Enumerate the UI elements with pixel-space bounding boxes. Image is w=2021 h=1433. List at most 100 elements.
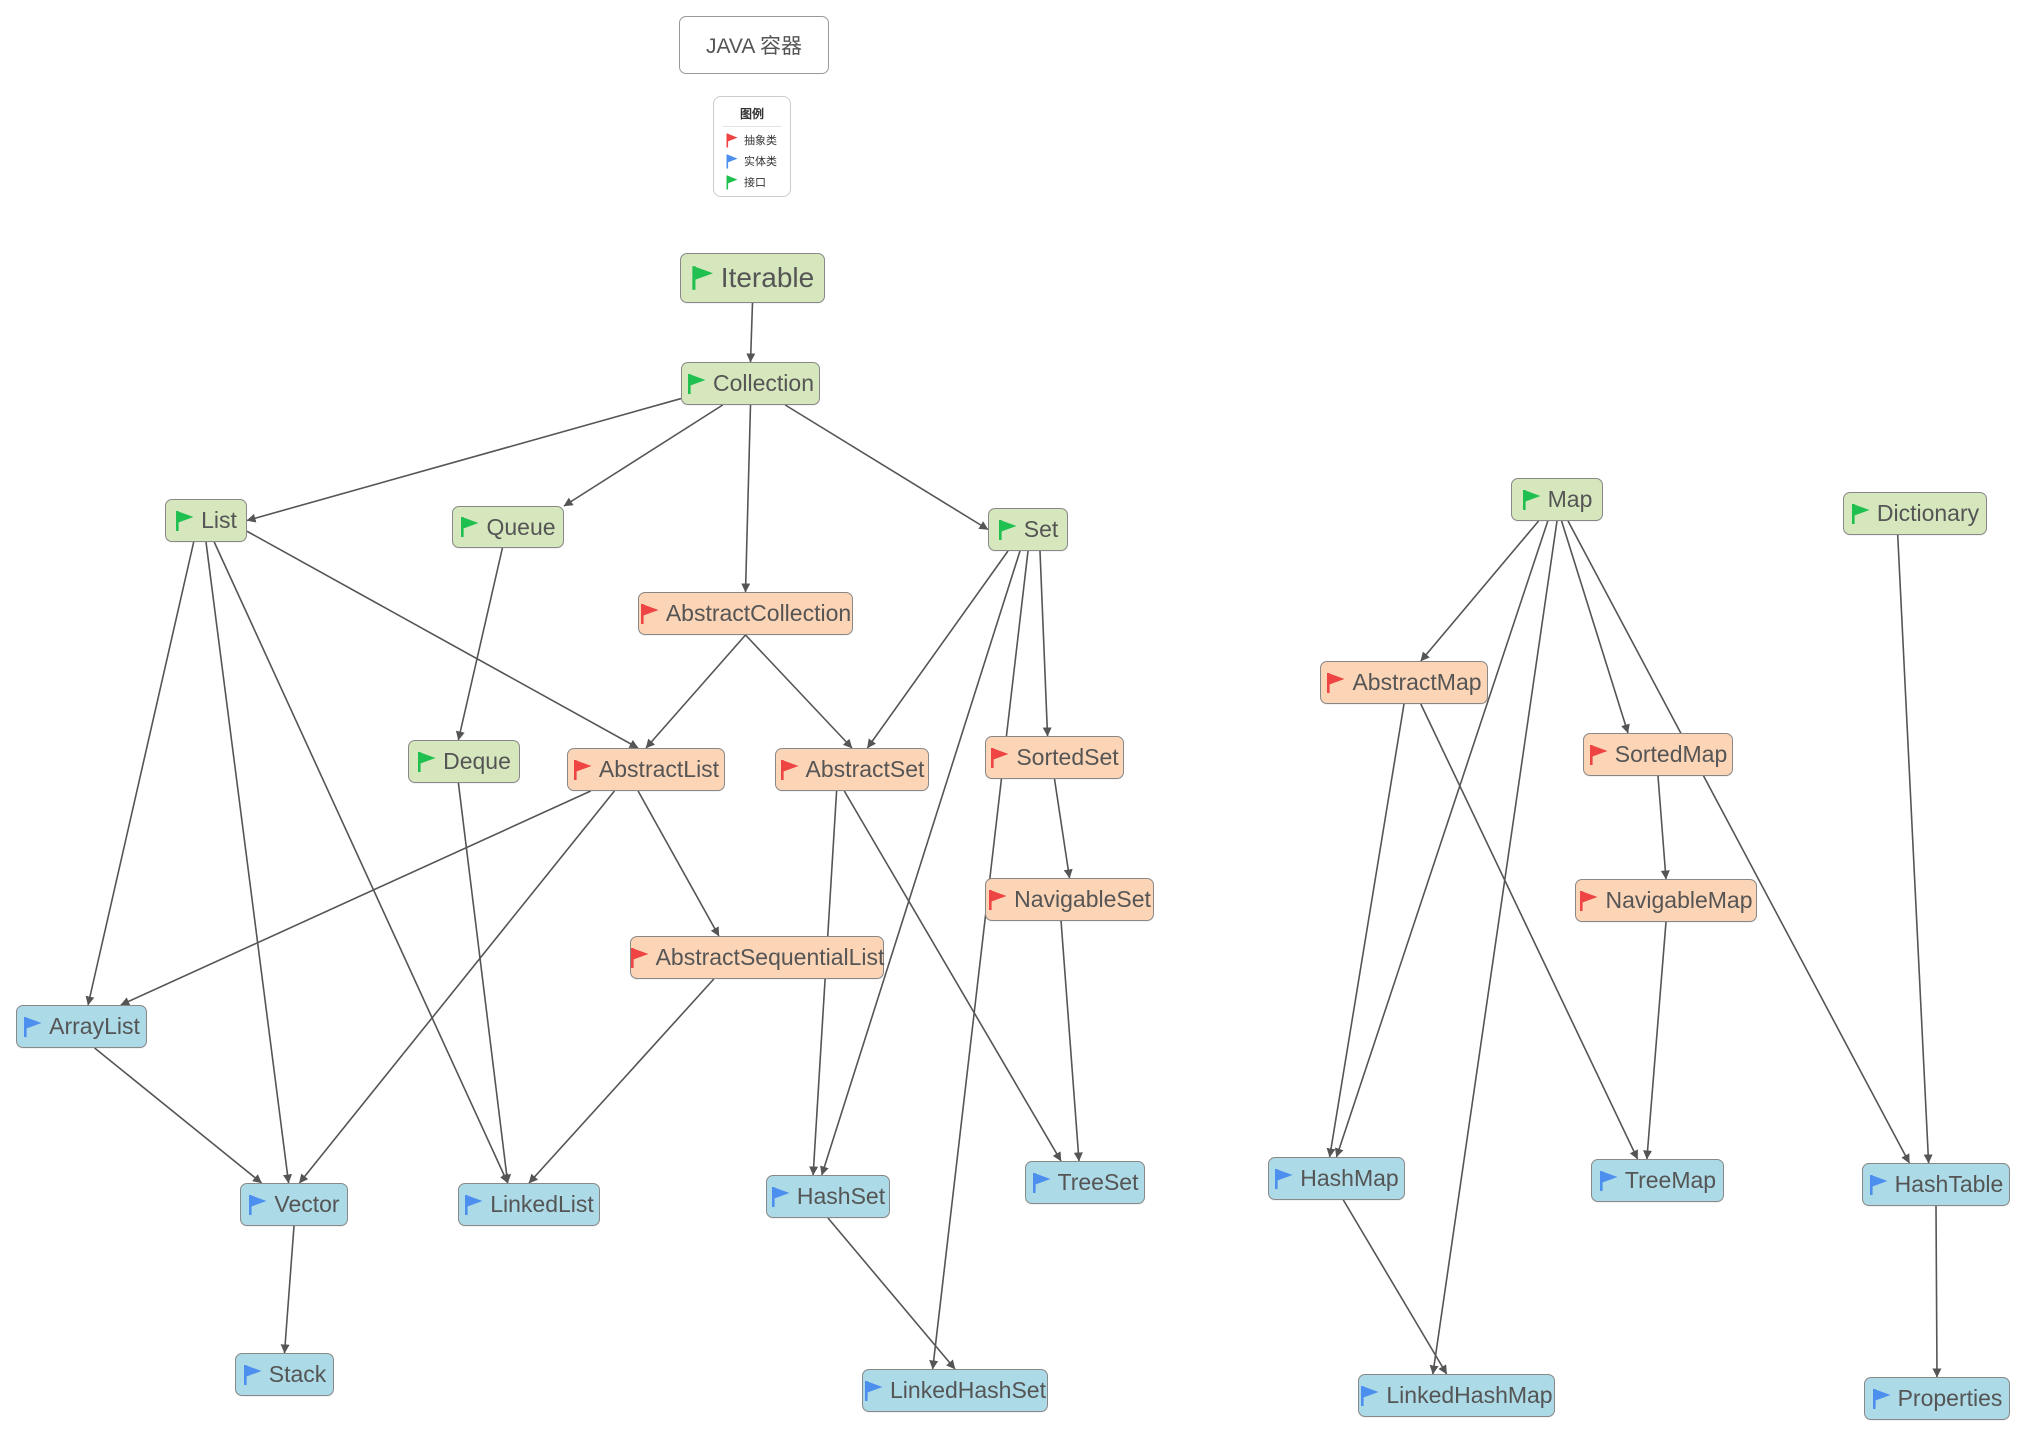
- node-label: LinkedList: [490, 1191, 594, 1217]
- edge-list-to-vector: [205, 541, 292, 1184]
- edge-abstract-set-to-tree-set: [843, 790, 1062, 1162]
- node-array-list[interactable]: ArrayList: [16, 1005, 147, 1048]
- node-abstract-list[interactable]: AbstractList: [567, 748, 725, 791]
- edge-abstract-set-to-hash-set: [809, 790, 838, 1176]
- legend-title: 图例: [722, 105, 782, 127]
- node-label: AbstractSequentialList: [655, 944, 885, 970]
- red-flag-icon: [573, 759, 592, 780]
- node-label: List: [201, 507, 237, 533]
- edge-abstract-list-to-vector: [298, 790, 616, 1184]
- red-flag-icon: [726, 133, 738, 147]
- blue-flag-icon: [1869, 1174, 1888, 1195]
- node-tree-map[interactable]: TreeMap: [1591, 1159, 1724, 1202]
- node-label: Deque: [443, 748, 511, 774]
- node-label: SortedMap: [1614, 741, 1728, 767]
- edge-abstract-list-to-array-list: [120, 790, 592, 1006]
- blue-flag-icon: [726, 154, 738, 168]
- edge-set-to-abstract-set: [866, 550, 1009, 749]
- node-tree-set[interactable]: TreeSet: [1025, 1161, 1145, 1204]
- node-abstract-map[interactable]: AbstractMap: [1320, 661, 1488, 704]
- node-abstract-set[interactable]: AbstractSet: [775, 748, 929, 791]
- edge-map-to-hash-table: [1567, 520, 1911, 1164]
- blue-flag-icon: [865, 1380, 883, 1401]
- edge-navigable-map-to-tree-map: [1643, 921, 1667, 1160]
- legend-label: 抽象类: [744, 135, 777, 147]
- node-linked-hash-set[interactable]: LinkedHashSet: [862, 1369, 1048, 1412]
- node-hash-set[interactable]: HashSet: [766, 1175, 890, 1218]
- edge-set-to-linked-hash-set: [929, 550, 1029, 1370]
- edge-set-to-hash-set: [820, 550, 1021, 1176]
- edge-queue-to-deque: [455, 547, 504, 741]
- edge-list-to-array-list: [85, 541, 195, 1006]
- legend: 图例 抽象类 实体类 接口: [713, 96, 791, 197]
- red-flag-icon: [1589, 744, 1608, 765]
- node-linked-list[interactable]: LinkedList: [458, 1183, 600, 1226]
- edge-map-to-hash-map: [1334, 520, 1549, 1158]
- red-flag-icon: [991, 747, 1009, 768]
- edge-hash-map-to-linked-hash-map: [1342, 1199, 1448, 1375]
- edge-abstract-list-to-abstract-sequential-list: [637, 790, 720, 937]
- edge-navigable-set-to-tree-set: [1060, 920, 1083, 1162]
- red-flag-icon: [640, 603, 659, 624]
- green-flag-icon: [461, 517, 479, 537]
- red-flag-icon: [1327, 672, 1345, 693]
- green-flag-icon: [726, 175, 738, 189]
- node-abstract-collection[interactable]: AbstractCollection: [638, 592, 853, 635]
- node-label: Dictionary: [1876, 500, 1980, 526]
- edge-collection-to-queue: [563, 404, 724, 507]
- node-sorted-map[interactable]: SortedMap: [1583, 733, 1733, 776]
- node-label: AbstractMap: [1352, 669, 1482, 695]
- green-flag-icon: [692, 266, 713, 290]
- node-list[interactable]: List: [165, 499, 247, 542]
- edge-set-to-sorted-set: [1039, 550, 1052, 737]
- edge-collection-to-list: [246, 397, 682, 523]
- blue-flag-icon: [243, 1364, 262, 1385]
- node-navigable-map[interactable]: NavigableMap: [1575, 879, 1757, 922]
- node-abstract-sequential-list[interactable]: AbstractSequentialList: [630, 936, 884, 979]
- node-stack[interactable]: Stack: [235, 1353, 334, 1396]
- red-flag-icon: [989, 889, 1007, 910]
- node-label: AbstractSet: [805, 756, 925, 782]
- node-label: Set: [1023, 516, 1059, 542]
- node-deque[interactable]: Deque: [408, 740, 520, 783]
- node-label: LinkedHashMap: [1386, 1382, 1553, 1408]
- node-sorted-set[interactable]: SortedSet: [985, 736, 1124, 779]
- node-navigable-set[interactable]: NavigableSet: [985, 878, 1154, 921]
- node-iterable[interactable]: Iterable: [680, 253, 825, 303]
- edge-array-list-to-vector: [94, 1047, 263, 1184]
- edge-hash-table-to-properties: [1932, 1205, 1942, 1378]
- edge-hash-set-to-linked-hash-set: [827, 1217, 956, 1370]
- edge-dictionary-to-hash-table: [1896, 534, 1933, 1164]
- edge-deque-to-linked-list: [457, 782, 512, 1184]
- green-flag-icon: [1522, 489, 1541, 510]
- node-dictionary[interactable]: Dictionary: [1843, 492, 1987, 535]
- red-flag-icon: [1580, 890, 1598, 911]
- edge-abstract-map-to-hash-map: [1326, 703, 1405, 1158]
- edge-abstract-sequential-list-to-linked-list: [528, 978, 715, 1184]
- node-collection[interactable]: Collection: [681, 362, 820, 405]
- node-set[interactable]: Set: [988, 508, 1068, 551]
- node-linked-hash-map[interactable]: LinkedHashMap: [1358, 1374, 1555, 1417]
- blue-flag-icon: [1275, 1168, 1293, 1189]
- blue-flag-icon: [771, 1186, 790, 1207]
- blue-flag-icon: [24, 1016, 42, 1037]
- node-queue[interactable]: Queue: [452, 506, 564, 548]
- node-label: AbstractCollection: [665, 600, 852, 626]
- node-properties[interactable]: Properties: [1864, 1377, 2010, 1420]
- node-hash-map[interactable]: HashMap: [1268, 1157, 1405, 1200]
- node-hash-table[interactable]: HashTable: [1862, 1163, 2010, 1206]
- node-label: ArrayList: [49, 1013, 140, 1039]
- node-label: Stack: [268, 1361, 327, 1387]
- edge-abstract-collection-to-abstract-list: [645, 634, 747, 749]
- edge-collection-to-set: [784, 404, 989, 531]
- node-label: Collection: [713, 370, 814, 396]
- green-flag-icon: [176, 510, 194, 531]
- blue-flag-icon: [1361, 1385, 1379, 1406]
- node-vector[interactable]: Vector: [240, 1183, 348, 1226]
- node-map[interactable]: Map: [1511, 478, 1603, 521]
- edge-collection-to-abstract-collection: [741, 404, 752, 593]
- node-label: HashTable: [1894, 1171, 2004, 1197]
- edge-sorted-set-to-navigable-set: [1053, 778, 1073, 879]
